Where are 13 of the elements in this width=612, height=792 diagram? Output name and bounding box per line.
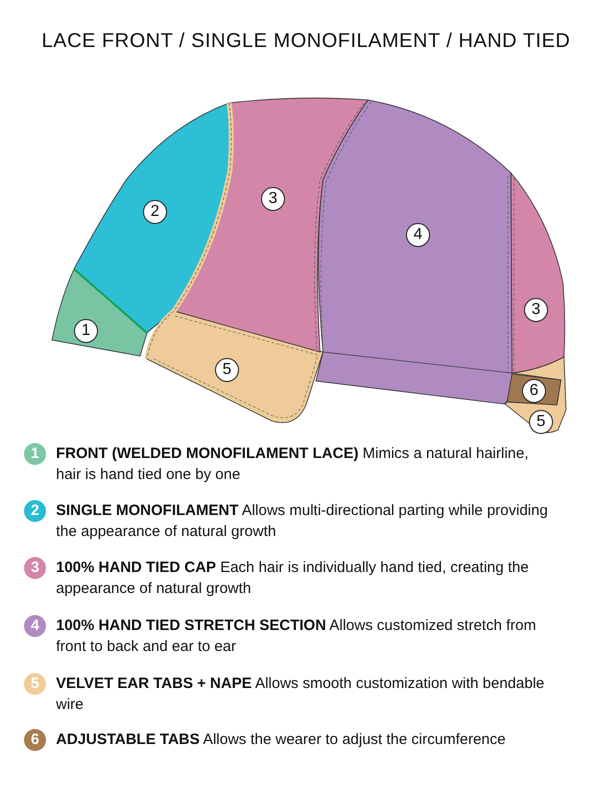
legend-text: SINGLE MONOFILAMENT Allows multi-directional parting while providing the appearance of natural growth (56, 501, 549, 542)
number-badge: 2 (24, 500, 46, 522)
number-badge: 6 (24, 729, 46, 751)
legend-text: 100% HAND TIED CAP Each hair is individually hand tied, creating the appearance of natural growth (56, 558, 530, 599)
number-badge: 5 (24, 673, 46, 695)
legend-text: VELVET EAR TABS + NAPE Allows smooth customization with bendable wire (56, 674, 546, 715)
legend-text: 100% HAND TIED STRETCH SECTION Allows customized stretch from front to back and ear to ear (56, 616, 538, 657)
number-badge: 1 (24, 443, 46, 465)
legend-text: FRONT (WELDED MONOFILAMENT LACE) Mimics a natural hairline, hair is hand tied one by one (56, 444, 530, 485)
title: LACE FRONT / SINGLE MONOFILAMENT / HAND TIED (40, 30, 572, 53)
legend-text: ADJUSTABLE TABS Allows the wearer to adjust the circumference (56, 730, 507, 750)
number-badge: 3 (24, 557, 46, 579)
number-badge: 4 (24, 615, 46, 637)
